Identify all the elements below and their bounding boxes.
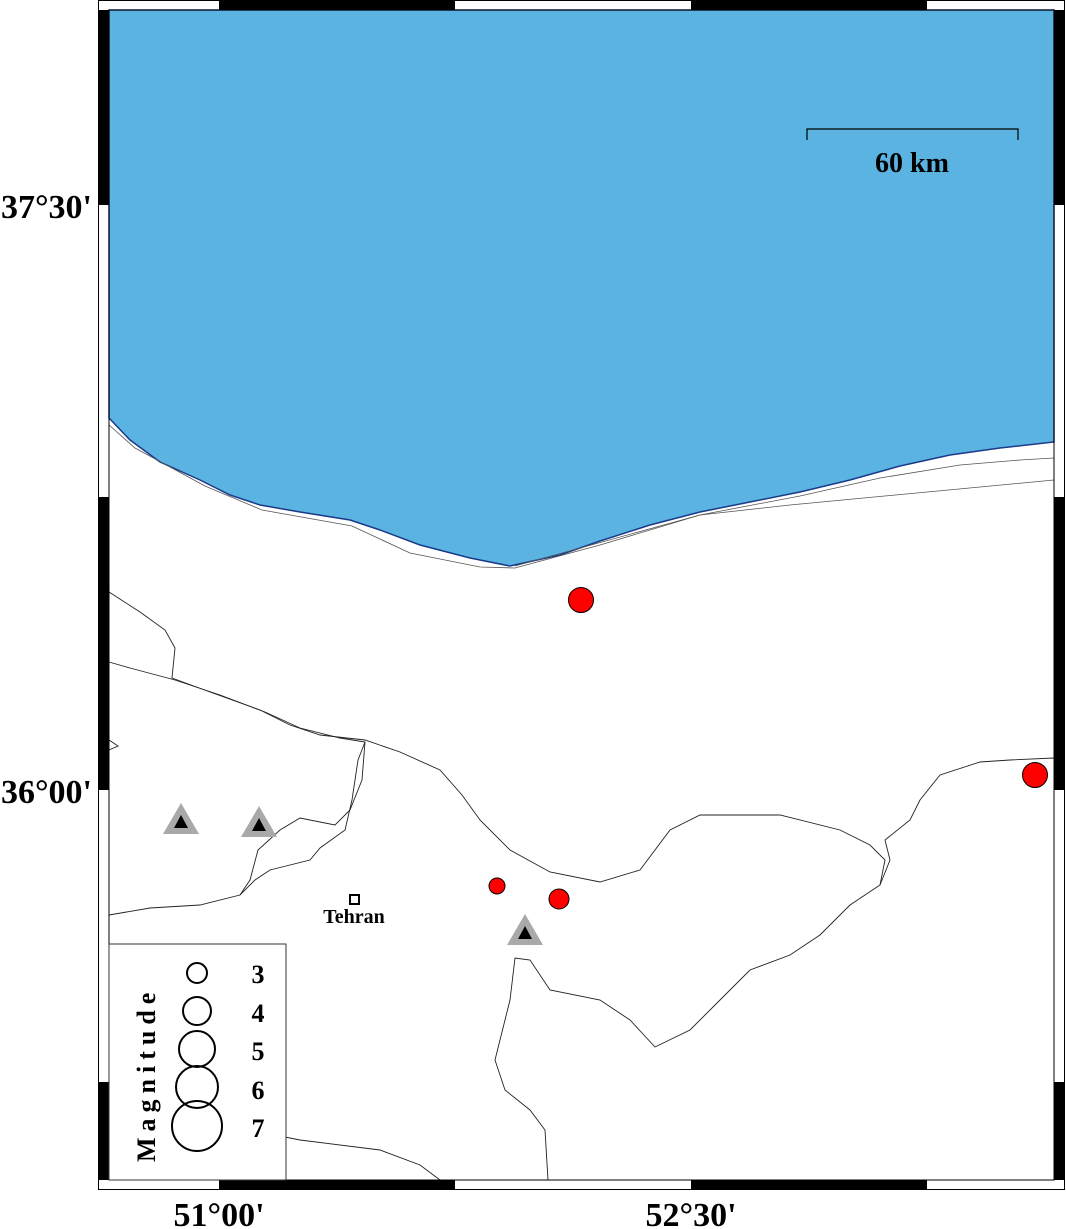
station-triangle-icon[interactable] <box>507 914 543 945</box>
earthquake-events <box>488 587 1048 910</box>
lat-label: 36°00' <box>1 774 92 811</box>
station-triangle-icon[interactable] <box>241 806 277 837</box>
magnitude-legend: Magnitude 3 4 5 6 7 <box>108 943 287 1181</box>
earthquake-event[interactable] <box>568 587 594 613</box>
legend-title: Magnitude <box>132 987 161 1162</box>
earthquake-event[interactable] <box>1022 762 1048 788</box>
city-square-icon <box>349 894 360 905</box>
lon-label: 51°00' <box>173 1197 264 1229</box>
legend-entry: 3 <box>252 960 265 989</box>
coast-line-shelf <box>514 479 1055 567</box>
coast-line-inner <box>108 424 1055 569</box>
legend-entry: 7 <box>252 1114 265 1143</box>
city-label: Tehran <box>323 906 385 928</box>
scale-bar <box>806 128 1019 140</box>
lon-label: 52°30' <box>645 1197 736 1229</box>
scale-bar-label: 60 km <box>875 148 949 179</box>
legend-entry: 6 <box>252 1076 265 1105</box>
map-frame <box>98 0 1065 1190</box>
station-triangle-icon[interactable] <box>163 803 199 834</box>
earthquake-event[interactable] <box>488 877 506 895</box>
legend-entry: 4 <box>252 999 265 1028</box>
earthquake-event[interactable] <box>548 888 570 910</box>
legend-entry: 5 <box>252 1037 265 1066</box>
lat-label: 37°30' <box>1 189 92 226</box>
seismic-stations <box>163 803 543 945</box>
